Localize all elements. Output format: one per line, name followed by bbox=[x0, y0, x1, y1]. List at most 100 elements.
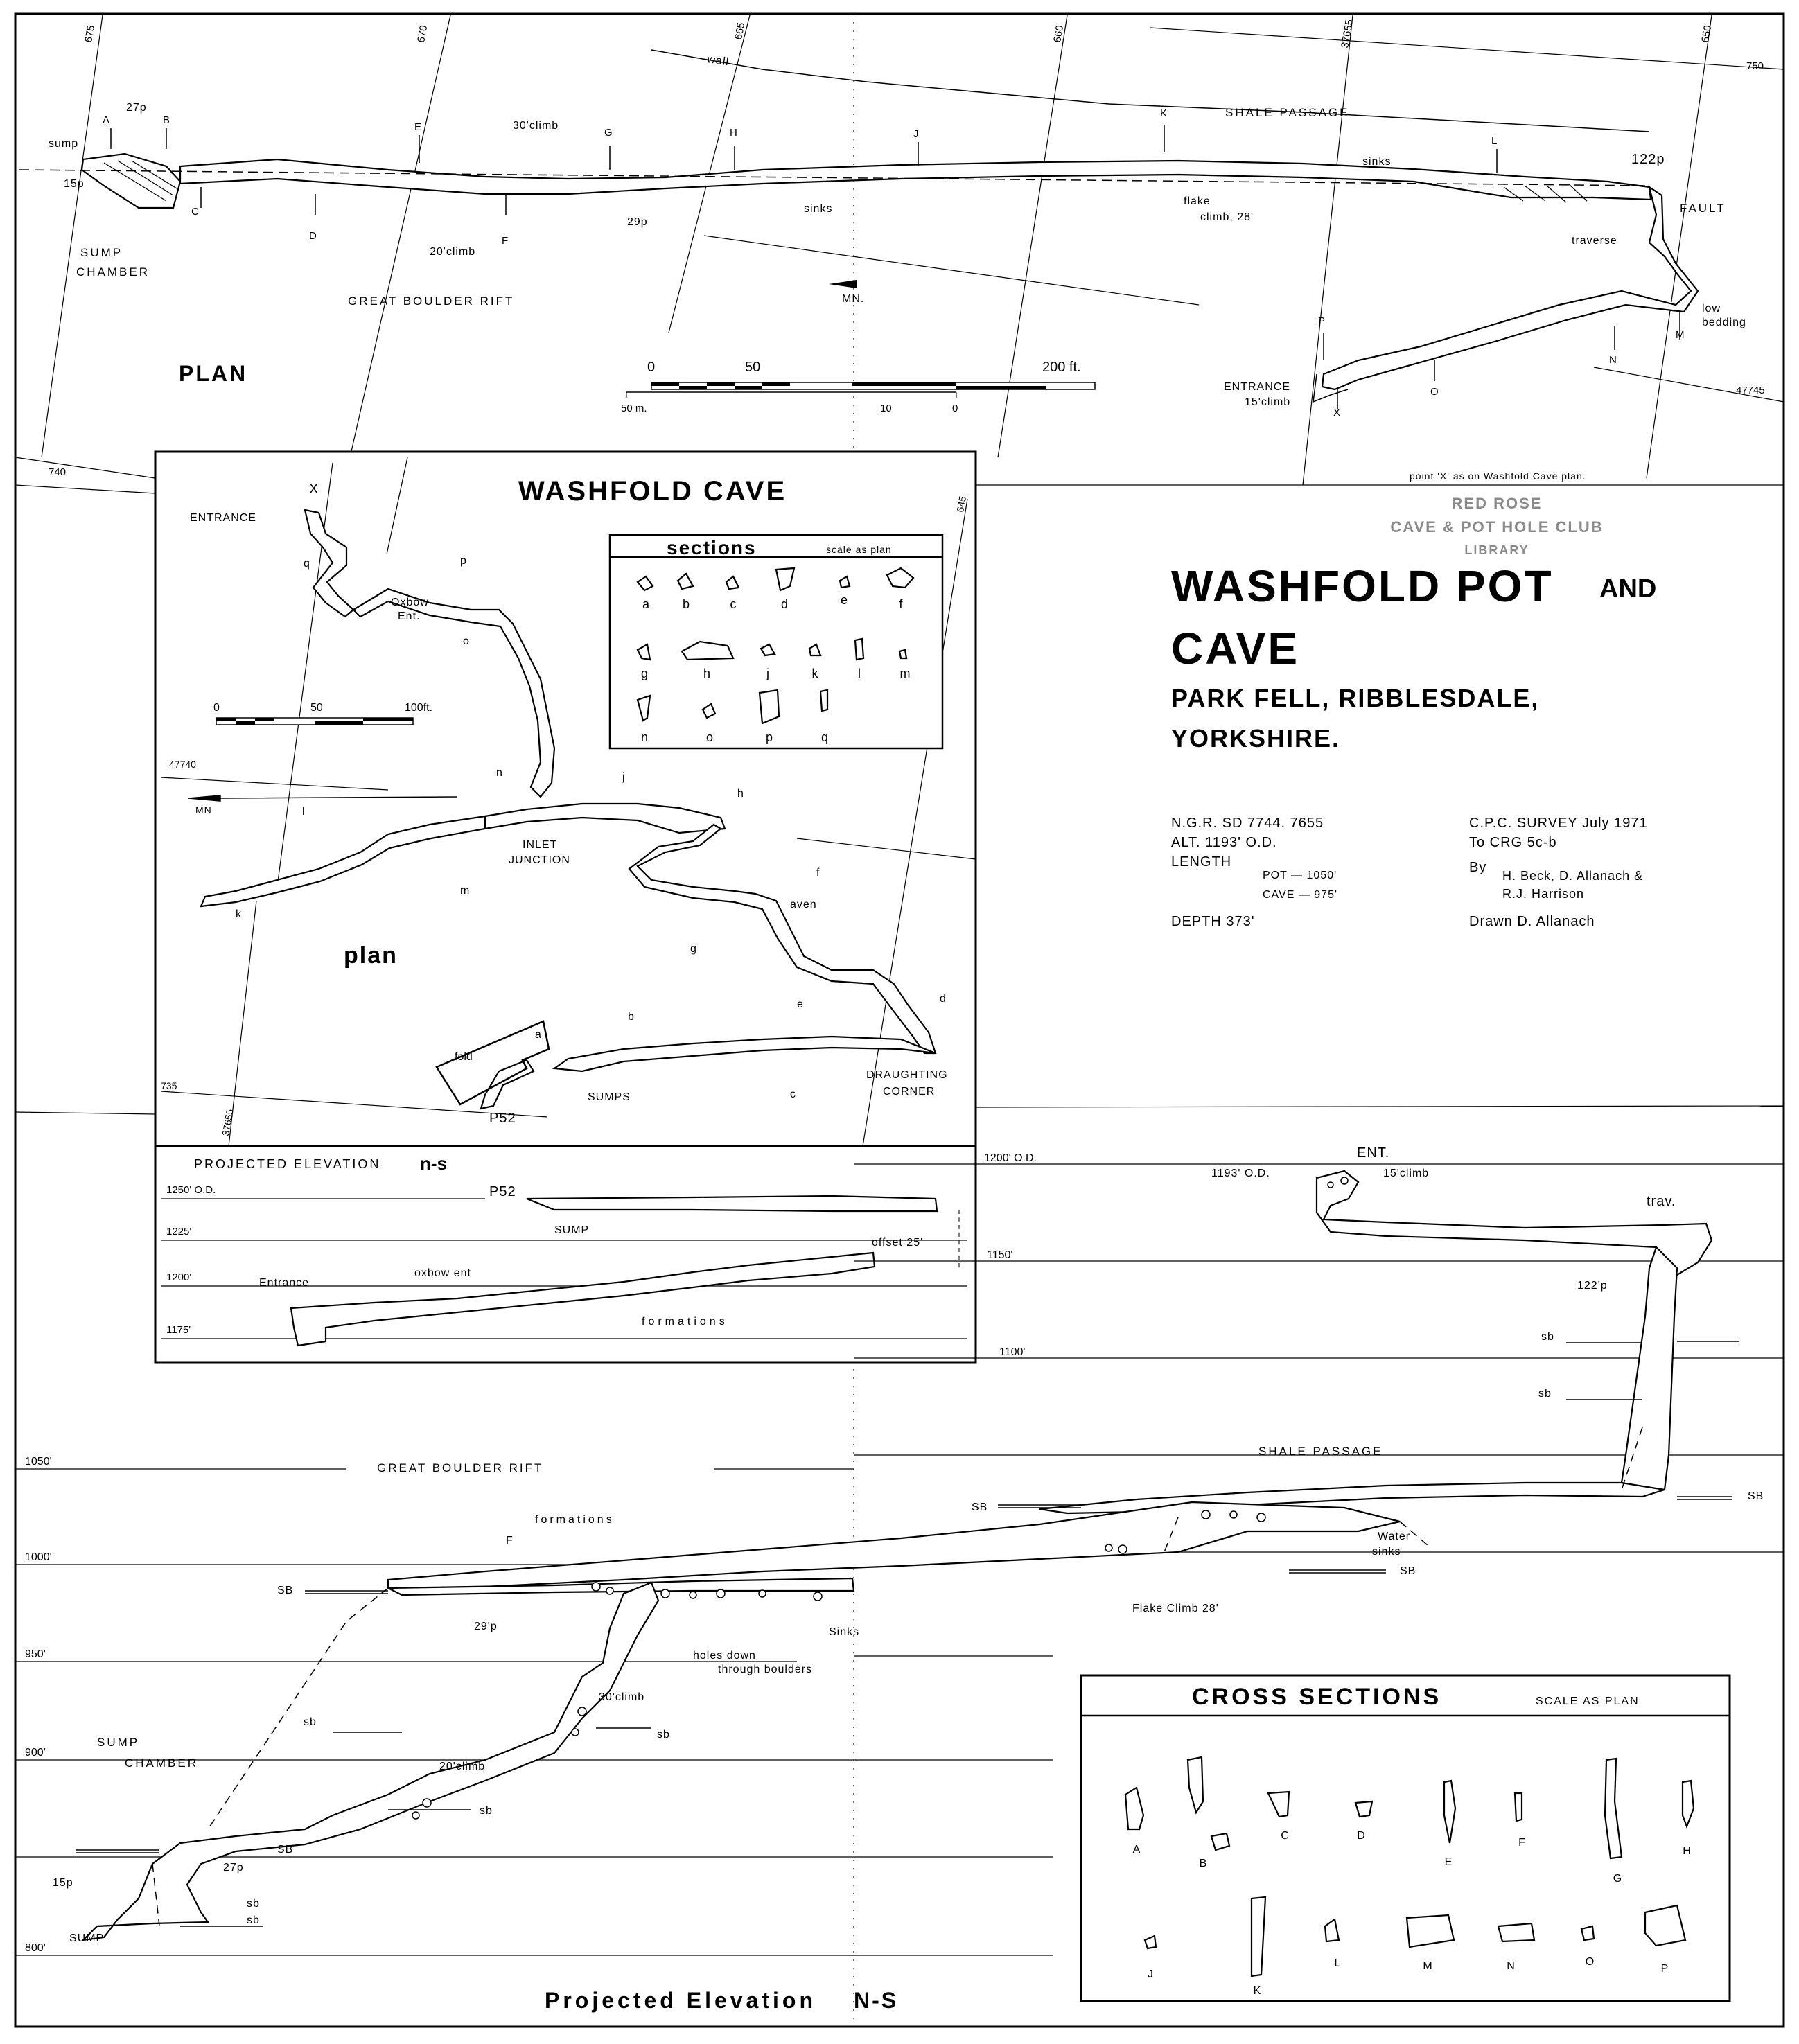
svg-text:bedding: bedding bbox=[1702, 317, 1746, 328]
svg-text:g: g bbox=[641, 667, 648, 680]
svg-text:Oxbow: Oxbow bbox=[391, 597, 429, 608]
svg-text:l: l bbox=[302, 806, 305, 818]
svg-text:l: l bbox=[858, 667, 861, 680]
svg-text:SHALE PASSAGE: SHALE PASSAGE bbox=[1225, 106, 1349, 119]
svg-text:sump: sump bbox=[49, 138, 78, 150]
svg-text:37655: 37655 bbox=[1339, 19, 1355, 49]
svg-text:k: k bbox=[236, 908, 242, 920]
svg-text:a: a bbox=[535, 1029, 541, 1041]
svg-text:20'climb: 20'climb bbox=[439, 1761, 485, 1772]
fold-label: fold bbox=[455, 1051, 473, 1063]
svg-text:MN: MN bbox=[195, 804, 212, 816]
svg-text:P: P bbox=[1661, 1963, 1669, 1975]
svg-text:1175': 1175' bbox=[166, 1324, 191, 1336]
section-marker-n: N bbox=[1609, 354, 1617, 366]
main-title-line-2: CAVE bbox=[1171, 624, 1299, 673]
svg-text:GREAT BOULDER RIFT: GREAT BOULDER RIFT bbox=[348, 294, 514, 308]
svg-text:CAVE — 975': CAVE — 975' bbox=[1263, 889, 1337, 901]
survey-centreline bbox=[19, 169, 1650, 186]
section-marker-h: H bbox=[730, 127, 737, 139]
svg-text:37655: 37655 bbox=[220, 1108, 236, 1136]
svg-text:H. Beck, D. Allanach &: H. Beck, D. Allanach & bbox=[1502, 869, 1643, 883]
svg-text:DRAUGHTING: DRAUGHTING bbox=[866, 1069, 948, 1081]
svg-text:d: d bbox=[940, 993, 946, 1005]
svg-text:15'climb: 15'climb bbox=[1245, 396, 1290, 408]
svg-text:C.P.C. SURVEY July 1971: C.P.C. SURVEY July 1971 bbox=[1469, 816, 1648, 831]
section-marker-k: K bbox=[1160, 107, 1167, 119]
svg-text:15p: 15p bbox=[53, 1877, 73, 1889]
svg-text:O: O bbox=[1586, 1956, 1594, 1968]
svg-text:735: 735 bbox=[161, 1080, 177, 1091]
svg-text:j: j bbox=[622, 771, 625, 783]
svg-text:B: B bbox=[1200, 1858, 1207, 1869]
section-marker-m: M bbox=[1676, 329, 1685, 341]
cave-scale-bar: 0 50 100ft. bbox=[213, 702, 432, 725]
svg-text:L: L bbox=[1335, 1957, 1341, 1969]
cross-section-shapes bbox=[1124, 1756, 1695, 1977]
section-marker-p: P bbox=[1318, 315, 1325, 327]
svg-text:27p: 27p bbox=[126, 102, 147, 114]
svg-text:1100': 1100' bbox=[999, 1346, 1025, 1358]
svg-text:LIBRARY: LIBRARY bbox=[1464, 543, 1529, 557]
cross-sections-box bbox=[1080, 1674, 1731, 2002]
svg-text:50: 50 bbox=[310, 702, 323, 714]
svg-text:flake: flake bbox=[1184, 195, 1211, 207]
svg-text:30'climb: 30'climb bbox=[599, 1691, 644, 1703]
section-marker-b: B bbox=[163, 114, 170, 126]
svg-text:CHAMBER: CHAMBER bbox=[76, 265, 150, 279]
pot-elevation-title: Projected Elevation bbox=[545, 1988, 816, 2013]
svg-text:SUMP: SUMP bbox=[554, 1224, 589, 1236]
svg-text:RED ROSE: RED ROSE bbox=[1452, 495, 1543, 512]
cave-plan-passage bbox=[200, 509, 937, 1110]
svg-text:650: 650 bbox=[1699, 24, 1714, 44]
svg-text:o: o bbox=[706, 730, 713, 744]
pot-elevation-title-ns: N-S bbox=[854, 1988, 898, 2013]
svg-text:900': 900' bbox=[25, 1747, 46, 1759]
svg-text:Drawn D. Allanach: Drawn D. Allanach bbox=[1469, 914, 1595, 929]
svg-text:100ft.: 100ft. bbox=[405, 702, 432, 714]
cross-section-labels: A B C D E F G H J K L M N O P bbox=[1133, 1830, 1691, 1997]
svg-text:holes down: holes down bbox=[693, 1650, 756, 1662]
svg-text:sb: sb bbox=[247, 1898, 260, 1910]
svg-text:10: 10 bbox=[880, 403, 892, 414]
svg-text:sb: sb bbox=[657, 1729, 670, 1741]
svg-text:DEPTH 373': DEPTH 373' bbox=[1171, 914, 1255, 929]
svg-text:G: G bbox=[1613, 1873, 1622, 1885]
svg-text:1150': 1150' bbox=[987, 1249, 1012, 1261]
svg-text:climb, 28': climb, 28' bbox=[1200, 211, 1254, 223]
wall-label: wall bbox=[705, 53, 730, 68]
plan-scale-bar: 0 50 200 ft. 50 m. 10 0 bbox=[621, 360, 1096, 414]
svg-text:29'p: 29'p bbox=[474, 1621, 498, 1632]
section-marker-l: L bbox=[1491, 135, 1497, 147]
main-title-line-1: WASHFOLD POT bbox=[1171, 561, 1554, 611]
svg-text:SB: SB bbox=[972, 1501, 988, 1513]
svg-text:Entrance: Entrance bbox=[259, 1277, 309, 1289]
svg-text:traverse: traverse bbox=[1572, 235, 1617, 247]
svg-text:sb: sb bbox=[247, 1914, 260, 1926]
svg-text:27p: 27p bbox=[223, 1862, 244, 1874]
section-marker-j: J bbox=[913, 128, 919, 140]
svg-text:645: 645 bbox=[954, 495, 968, 513]
svg-text:SB: SB bbox=[277, 1585, 293, 1596]
svg-text:FAULT: FAULT bbox=[1680, 202, 1726, 215]
svg-text:h: h bbox=[737, 788, 744, 800]
svg-text:122'p: 122'p bbox=[1577, 1280, 1608, 1292]
seam-line bbox=[15, 1111, 156, 1115]
cave-section-labels: a b c d e f g h j k l m n o p q bbox=[641, 593, 911, 744]
svg-text:LENGTH: LENGTH bbox=[1171, 854, 1231, 870]
svg-text:trav.: trav. bbox=[1647, 1194, 1676, 1209]
cross-sections-title: CROSS SECTIONS bbox=[1192, 1684, 1441, 1710]
svg-text:sinks: sinks bbox=[1372, 1546, 1401, 1558]
svg-text:g: g bbox=[690, 943, 696, 955]
svg-text:q: q bbox=[304, 558, 310, 570]
cave-elevation: PROJECTED ELEVATION n-s 1250' O.D. 1225'… bbox=[161, 1153, 967, 1347]
svg-text:SB: SB bbox=[277, 1844, 293, 1856]
svg-text:15p: 15p bbox=[64, 178, 85, 190]
pot-elevation-labels: ENT. 1193' O.D. 15'climb trav. 122'p sb … bbox=[53, 1145, 1763, 1944]
svg-text:0: 0 bbox=[952, 403, 958, 414]
svg-text:E: E bbox=[1445, 1856, 1453, 1868]
svg-text:1200': 1200' bbox=[166, 1271, 191, 1283]
svg-text:0: 0 bbox=[213, 702, 220, 714]
svg-text:1200' O.D.: 1200' O.D. bbox=[984, 1152, 1037, 1164]
